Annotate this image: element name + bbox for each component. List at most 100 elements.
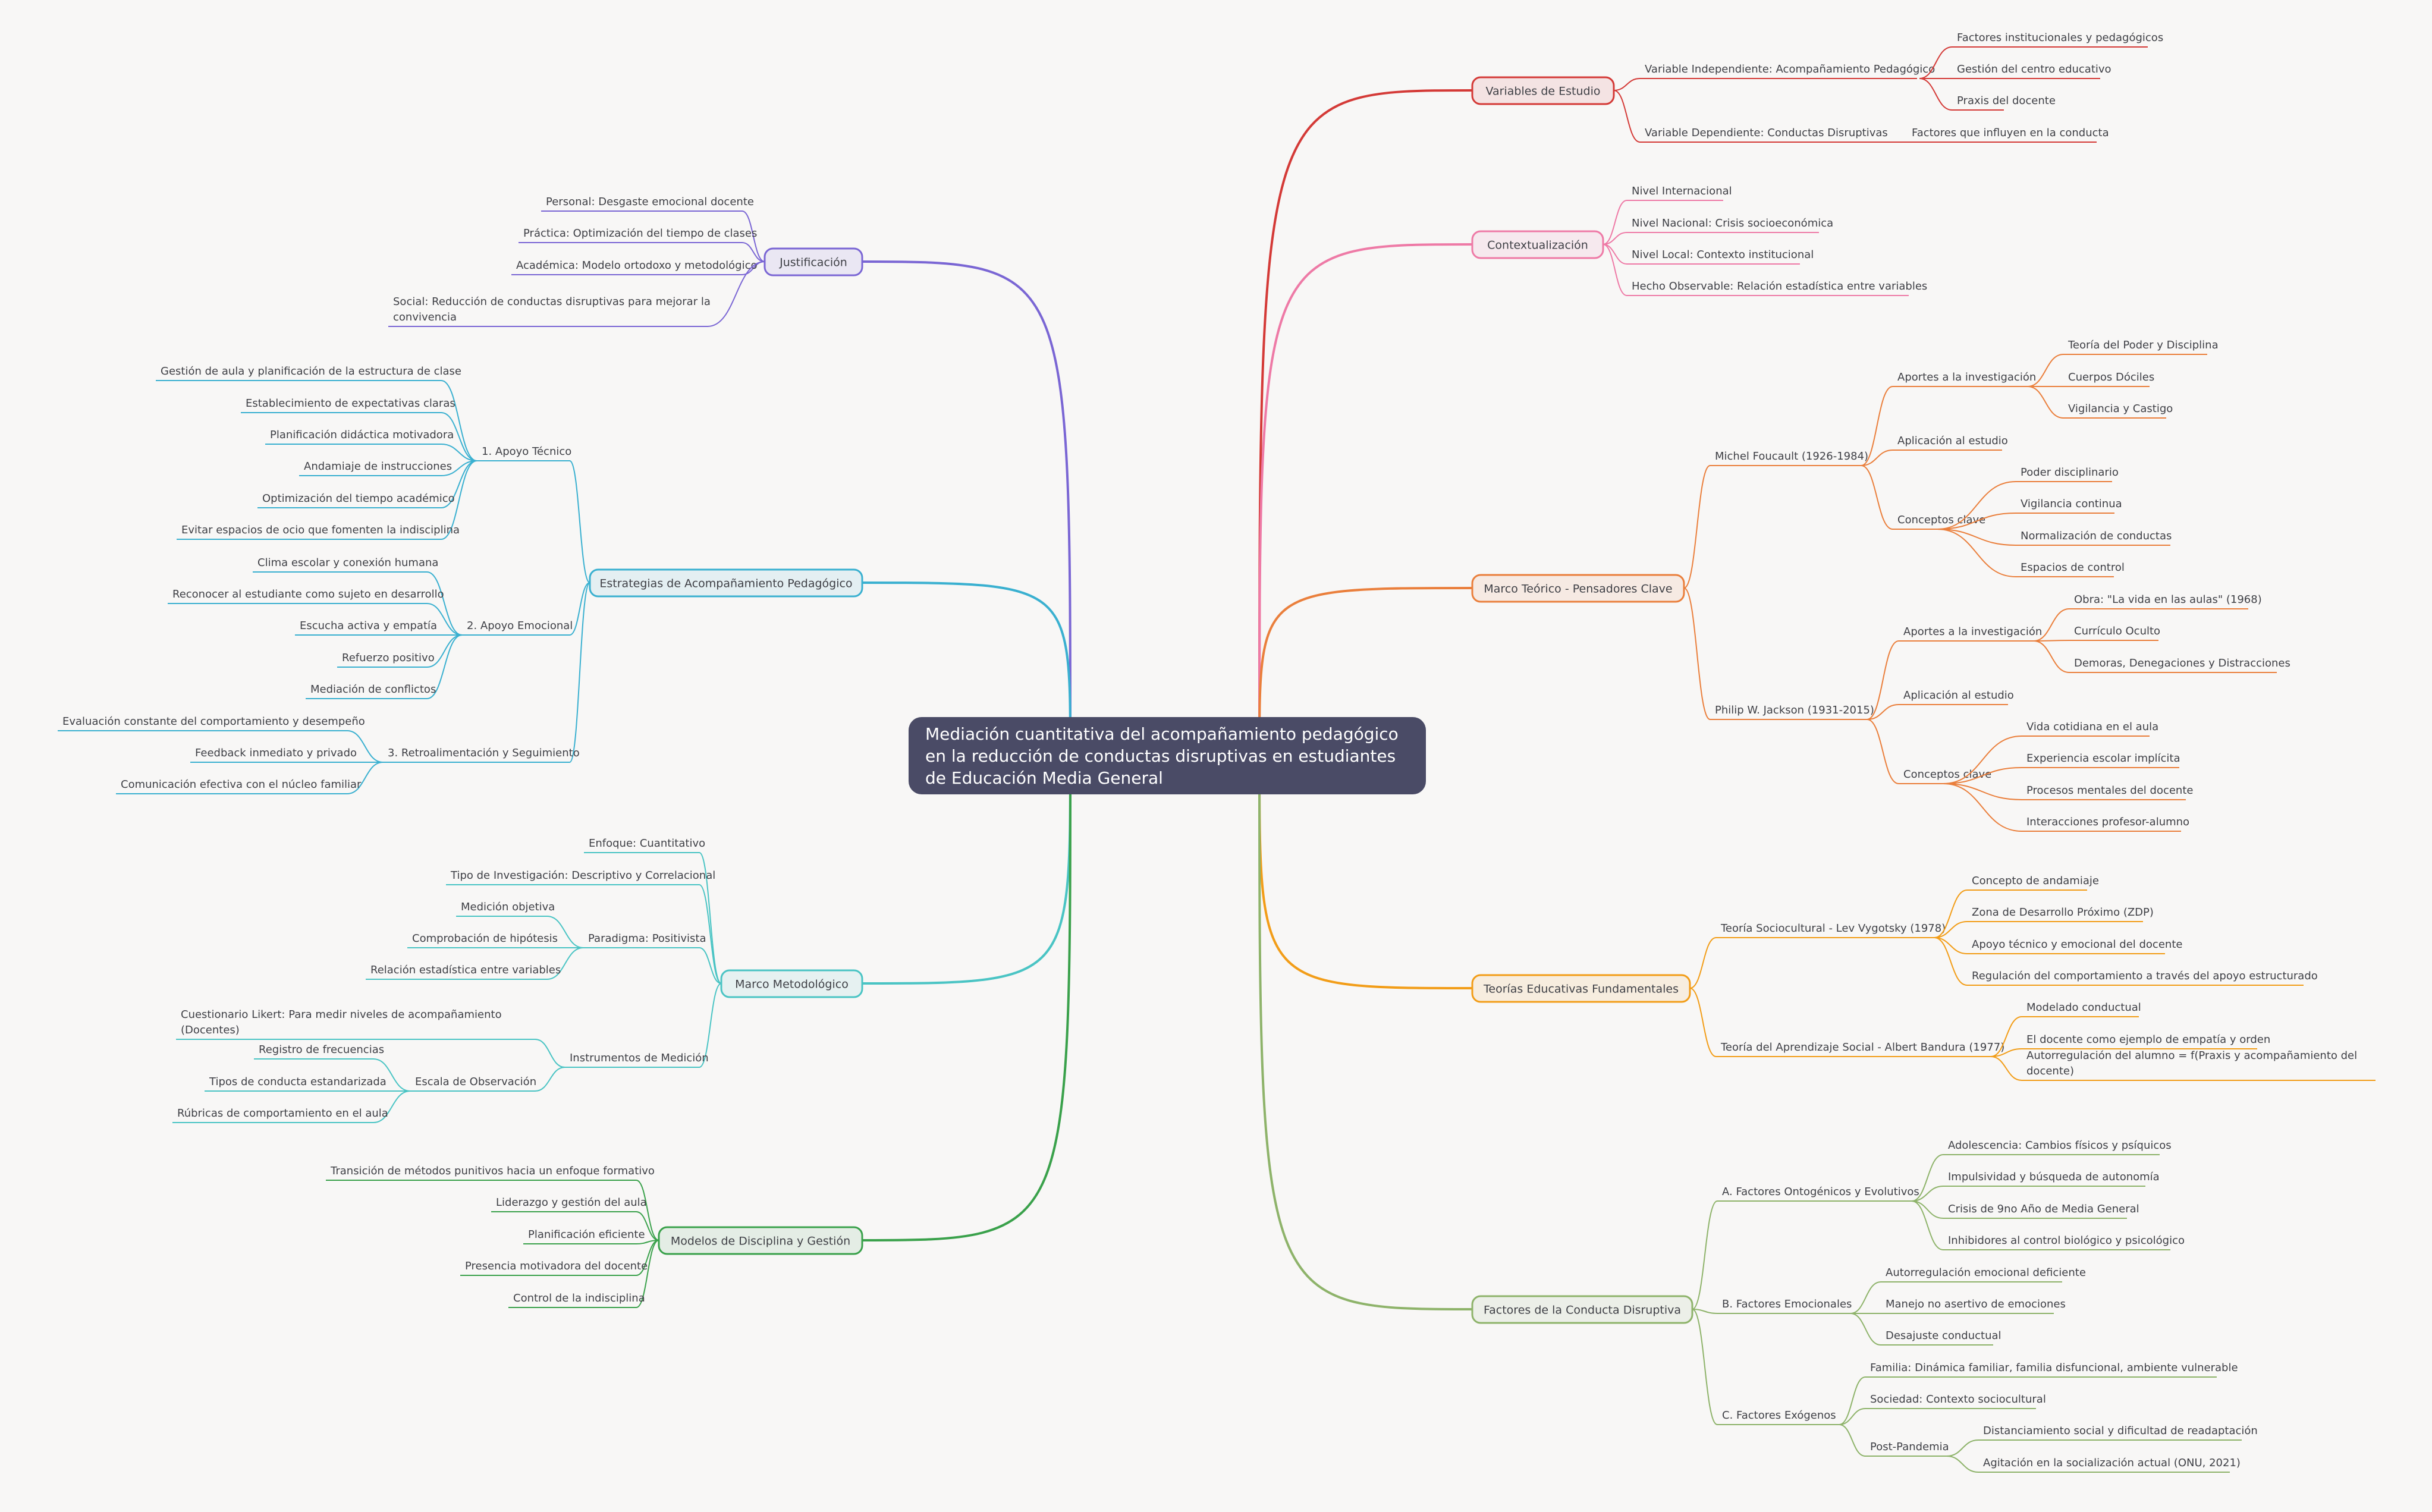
topic-curriculo-oculto[interactable]: Currículo Oculto (2069, 625, 2160, 641)
topic-factores-que-influyen-en-la-conducta[interactable]: Factores que influyen en la conducta (1907, 127, 2109, 143)
topic-tipo-de-investigacion-descriptivo-y-corr[interactable]: Tipo de Investigación: Descriptivo y Cor… (446, 869, 715, 885)
topic-comunicacion-efectiva-con-el-nucleo-fami[interactable]: Comunicación efectiva con el núcleo fami… (116, 778, 362, 794)
topic-aplicacion-al-estudio[interactable]: Aplicación al estudio (1893, 435, 2008, 451)
topic-clima-escolar-y-conexion-humana[interactable]: Clima escolar y conexión humana (253, 557, 438, 573)
topic-aportes-a-la-investigacion[interactable]: Aportes a la investigación (1899, 625, 2042, 642)
topic-demoras-denegaciones-y-distracciones[interactable]: Demoras, Denegaciones y Distracciones (2069, 657, 2290, 673)
topic-familia-dinamica-familiar-familia-disfun[interactable]: Familia: Dinámica familiar, familia disf… (1865, 1362, 2238, 1378)
topic-teoria-sociocultural-lev-vygotsky-1978[interactable]: Teoría Sociocultural - Lev Vygotsky (197… (1716, 922, 1946, 938)
topic-control-de-la-indisciplina[interactable]: Control de la indisciplina (508, 1292, 645, 1308)
topic-instrumentos-de-medicion[interactable]: Instrumentos de Medición (565, 1052, 709, 1068)
topic-manejo-no-asertivo-de-emociones[interactable]: Manejo no asertivo de emociones (1881, 1298, 2066, 1314)
topic-autorregulacion-del-alumno-f-praxis-y-ac[interactable]: Autorregulación del alumno = f(Praxis y … (2022, 1049, 2376, 1081)
topic-optimizacion-del-tiempo-academico[interactable]: Optimización del tiempo académico (257, 492, 455, 508)
topic-cuerpos-dociles[interactable]: Cuerpos Dóciles (2063, 371, 2154, 387)
topic-espacios-de-control[interactable]: Espacios de control (2016, 561, 2125, 577)
topic-aportes-a-la-investigacion[interactable]: Aportes a la investigación (1893, 371, 2036, 387)
topic-establecimiento-de-expectativas-claras[interactable]: Establecimiento de expectativas claras (241, 397, 455, 413)
topic-variable-independiente-acompanamiento-pe[interactable]: Variable Independiente: Acompañamiento P… (1640, 63, 1935, 79)
topic-registro-de-frecuencias[interactable]: Registro de frecuencias (254, 1043, 384, 1060)
topic-teoria-del-poder-y-disciplina[interactable]: Teoría del Poder y Disciplina (2063, 339, 2219, 355)
topic-obra-la-vida-en-las-aulas-1968[interactable]: Obra: "La vida en las aulas" (1968) (2069, 593, 2262, 609)
topic-gestion-del-centro-educativo[interactable]: Gestión del centro educativo (1952, 63, 2111, 79)
topic-aplicacion-al-estudio[interactable]: Aplicación al estudio (1899, 689, 2014, 705)
topic-conceptos-clave[interactable]: Conceptos clave (1893, 514, 1985, 530)
topic-andamiaje-de-instrucciones[interactable]: Andamiaje de instrucciones (299, 460, 452, 476)
topic-modelado-conductual[interactable]: Modelado conductual (2022, 1001, 2141, 1017)
topic-philip-w-jackson-1931-2015[interactable]: Philip W. Jackson (1931-2015) (1710, 704, 1874, 720)
branch-justificacion[interactable]: Justificación (763, 247, 863, 276)
topic-conceptos-clave[interactable]: Conceptos clave (1899, 768, 1991, 784)
topic-planificacion-didactica-motivadora[interactable]: Planificación didáctica motivadora (265, 429, 454, 445)
topic-factores-institucionales-y-pedagogicos[interactable]: Factores institucionales y pedagógicos (1952, 32, 2163, 48)
topic-autorregulacion-emocional-deficiente[interactable]: Autorregulación emocional deficiente (1881, 1266, 2086, 1282)
branch-factores[interactable]: Factores de la Conducta Disruptiva (1471, 1295, 1693, 1324)
topic-c-factores-exogenos[interactable]: C. Factores Exógenos (1717, 1409, 1839, 1425)
topic-variable-dependiente-conductas-disruptiv[interactable]: Variable Dependiente: Conductas Disrupti… (1640, 127, 1906, 143)
topic-planificacion-eficiente[interactable]: Planificación eficiente (523, 1228, 645, 1244)
branch-disciplina[interactable]: Modelos de Disciplina y Gestión (658, 1226, 863, 1255)
topic-agitacion-en-la-socializacion-actual-onu[interactable]: Agitación en la socialización actual (ON… (1978, 1457, 2241, 1473)
topic-enfoque-cuantitativo[interactable]: Enfoque: Cuantitativo (584, 837, 705, 853)
topic-presencia-motivadora-del-docente[interactable]: Presencia motivadora del docente (460, 1260, 648, 1276)
topic-relacion-estadistica-entre-variables[interactable]: Relación estadística entre variables (366, 964, 561, 980)
topic-post-pandemia[interactable]: Post-Pandemia (1865, 1441, 1949, 1457)
topic-inhibidores-al-control-biologico-y-psico[interactable]: Inhibidores al control biológico y psico… (1943, 1234, 2185, 1250)
branch-metodologico[interactable]: Marco Metodológico (720, 969, 863, 998)
topic-vigilancia-continua[interactable]: Vigilancia continua (2016, 498, 2122, 514)
topic-mediacion-de-conflictos[interactable]: Mediación de conflictos (306, 683, 436, 699)
topic-feedback-inmediato-y-privado[interactable]: Feedback inmediato y privado (190, 747, 357, 763)
topic-nivel-nacional-crisis-socioeconomica[interactable]: Nivel Nacional: Crisis socioeconómica (1627, 217, 1833, 233)
topic-adolescencia-cambios-fisicos-y-psiquicos[interactable]: Adolescencia: Cambios físicos y psíquico… (1943, 1139, 2172, 1155)
topic-concepto-de-andamiaje[interactable]: Concepto de andamiaje (1967, 875, 2099, 891)
root-topic[interactable]: Mediación cuantitativa del acompañamient… (909, 717, 1426, 794)
topic-rubricas-de-comportamiento-en-el-aula[interactable]: Rúbricas de comportamiento en el aula (172, 1107, 388, 1123)
topic-escucha-activa-y-empatia[interactable]: Escucha activa y empatía (295, 620, 437, 636)
topic-hecho-observable-relacion-estadistica-en[interactable]: Hecho Observable: Relación estadística e… (1627, 280, 1927, 296)
branch-teorias[interactable]: Teorías Educativas Fundamentales (1471, 974, 1691, 1003)
topic-comprobacion-de-hipotesis[interactable]: Comprobación de hipótesis (407, 932, 558, 948)
topic-evitar-espacios-de-ocio-que-fomenten-la-[interactable]: Evitar espacios de ocio que fomenten la … (177, 524, 460, 540)
topic-3-retroalimentacion-y-seguimiento[interactable]: 3. Retroalimentación y Seguimiento (383, 747, 580, 763)
topic-vida-cotidiana-en-el-aula[interactable]: Vida cotidiana en el aula (2022, 721, 2158, 737)
topic-paradigma-positivista[interactable]: Paradigma: Positivista (583, 932, 706, 948)
topic-vigilancia-y-castigo[interactable]: Vigilancia y Castigo (2063, 403, 2173, 419)
topic-impulsividad-y-busqueda-de-autonomia[interactable]: Impulsividad y búsqueda de autonomía (1943, 1171, 2160, 1187)
branch-marco_teorico[interactable]: Marco Teórico - Pensadores Clave (1471, 574, 1685, 603)
topic-teoria-del-aprendizaje-social-albert-ban[interactable]: Teoría del Aprendizaje Social - Albert B… (1716, 1041, 2004, 1057)
topic-normalizacion-de-conductas[interactable]: Normalización de conductas (2016, 530, 2172, 546)
topic-zona-de-desarrollo-proximo-zdp[interactable]: Zona de Desarrollo Próximo (ZDP) (1967, 906, 2154, 922)
topic-praxis-del-docente[interactable]: Praxis del docente (1952, 95, 2056, 111)
topic-distanciamiento-social-y-dificultad-de-r[interactable]: Distanciamiento social y dificultad de r… (1978, 1425, 2258, 1441)
topic-a-factores-ontogenicos-y-evolutivos[interactable]: A. Factores Ontogénicos y Evolutivos (1717, 1186, 1919, 1202)
branch-contextualizacion[interactable]: Contextualización (1471, 230, 1604, 259)
topic-cuestionario-likert-para-medir-niveles-d[interactable]: Cuestionario Likert: Para medir niveles … (176, 1008, 535, 1040)
topic-nivel-internacional[interactable]: Nivel Internacional (1627, 185, 1732, 201)
branch-estrategias[interactable]: Estrategias de Acompañamiento Pedagógico (589, 568, 863, 598)
topic-desajuste-conductual[interactable]: Desajuste conductual (1881, 1329, 2001, 1346)
topic-crisis-de-9no-ano-de-media-general[interactable]: Crisis de 9no Año de Media General (1943, 1203, 2139, 1219)
topic-apoyo-tecnico-y-emocional-del-docente[interactable]: Apoyo técnico y emocional del docente (1967, 938, 2182, 954)
topic-evaluacion-constante-del-comportamiento-[interactable]: Evaluación constante del comportamiento … (58, 715, 365, 731)
topic-social-reduccion-de-conductas-disruptiva[interactable]: Social: Reducción de conductas disruptiv… (388, 296, 711, 327)
topic-medicion-objetiva[interactable]: Medición objetiva (456, 901, 555, 917)
topic-nivel-local-contexto-institucional[interactable]: Nivel Local: Contexto institucional (1627, 249, 1814, 265)
topic-transicion-de-metodos-punitivos-hacia-un[interactable]: Transición de métodos punitivos hacia un… (326, 1165, 655, 1181)
topic-michel-foucault-1926-1984[interactable]: Michel Foucault (1926-1984) (1710, 450, 1868, 466)
topic-escala-de-observacion[interactable]: Escala de Observación (410, 1076, 536, 1092)
topic-gestion-de-aula-y-planificacion-de-la-es[interactable]: Gestión de aula y planificación de la es… (156, 365, 461, 381)
branch-variables[interactable]: Variables de Estudio (1471, 76, 1615, 105)
topic-el-docente-como-ejemplo-de-empatia-y-ord[interactable]: El docente como ejemplo de empatía y ord… (2022, 1033, 2270, 1049)
topic-academica-modelo-ortodoxo-y-metodologico[interactable]: Académica: Modelo ortodoxo y metodológic… (511, 259, 758, 275)
topic-refuerzo-positivo[interactable]: Refuerzo positivo (337, 652, 435, 668)
topic-1-apoyo-tecnico[interactable]: 1. Apoyo Técnico (477, 445, 571, 461)
topic-liderazgo-y-gestion-del-aula[interactable]: Liderazgo y gestión del aula (491, 1196, 647, 1212)
topic-experiencia-escolar-implicita[interactable]: Experiencia escolar implícita (2022, 752, 2180, 768)
topic-practica-optimizacion-del-tiempo-de-clas[interactable]: Práctica: Optimización del tiempo de cla… (519, 227, 757, 243)
topic-personal-desgaste-emocional-docente[interactable]: Personal: Desgaste emocional docente (541, 196, 754, 212)
topic-tipos-de-conducta-estandarizada[interactable]: Tipos de conducta estandarizada (205, 1076, 387, 1092)
topic-interacciones-profesor-alumno[interactable]: Interacciones profesor-alumno (2022, 816, 2189, 832)
topic-regulacion-del-comportamiento-a-traves-d[interactable]: Regulación del comportamiento a través d… (1967, 970, 2318, 986)
topic-reconocer-al-estudiante-como-sujeto-en-d[interactable]: Reconocer al estudiante como sujeto en d… (168, 588, 444, 604)
topic-b-factores-emocionales[interactable]: B. Factores Emocionales (1717, 1298, 1852, 1314)
